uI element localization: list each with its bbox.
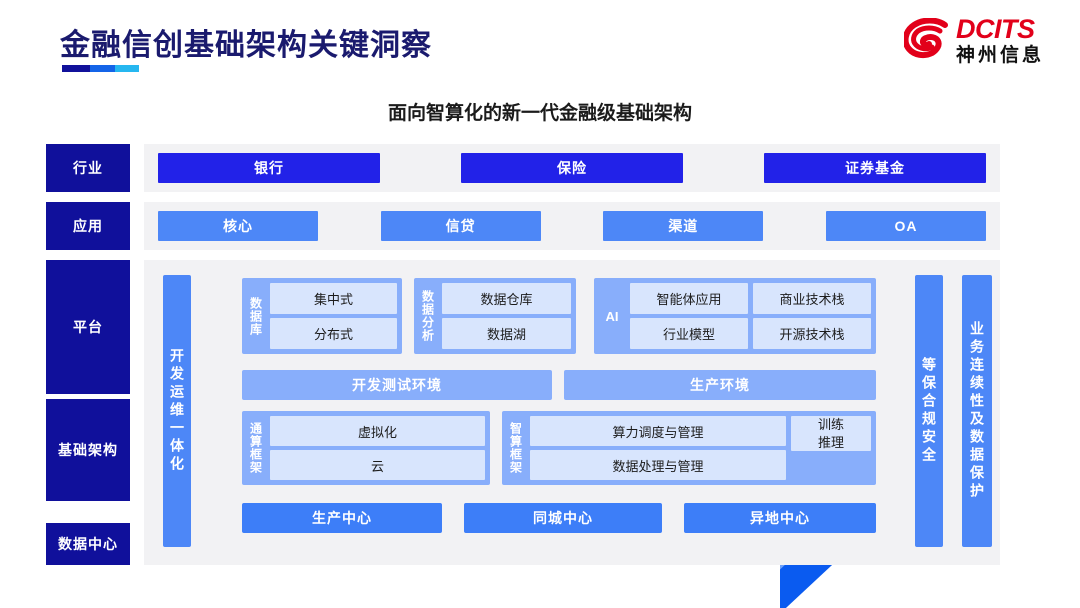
vertical-bar-security-compliance[interactable]: 等保合规安全 — [915, 275, 943, 547]
rail-item-infrastructure[interactable]: 基础架构 — [46, 399, 130, 501]
intelligent-compute-item-compute-scheduling[interactable]: 算力调度与管理 — [530, 416, 786, 446]
group-data-analytics-label: 数据分析 — [420, 290, 435, 342]
aside-line-train: 训练 — [817, 417, 844, 432]
slide-header: 金融信创基础架构关键洞察 DCITS 神州信息 — [0, 0, 1080, 92]
intelligent-compute-item-data-processing[interactable]: 数据处理与管理 — [530, 450, 786, 480]
logo-text-en: DCITS — [955, 14, 1035, 44]
swirl-logo-icon — [902, 17, 948, 64]
ai-item-agent-application[interactable]: 智能体应用 — [630, 283, 748, 314]
group-ai-label: AI — [605, 308, 619, 324]
architecture-diagram: 行业 应用 平台 基础架构 数据中心 银行 保险 证券基金 核心 信贷 渠道 O… — [0, 140, 1080, 570]
app-chip-channel[interactable]: 渠道 — [603, 211, 764, 241]
ai-item-commercial-stack[interactable]: 商业技术栈 — [753, 283, 871, 314]
general-compute-item-virtualization[interactable]: 虚拟化 — [270, 416, 485, 446]
logo-text-cn: 神州信息 — [955, 45, 1044, 66]
database-item-distributed[interactable]: 分布式 — [270, 318, 397, 349]
group-database-label: 数据库 — [248, 296, 263, 336]
page-title: 金融信创基础架构关键洞察 — [60, 29, 432, 62]
group-intelligent-compute-label: 智算框架 — [508, 422, 523, 474]
brand-logo: DCITS 神州信息 — [902, 14, 1044, 66]
vertical-bar-business-continuity[interactable]: 业务连续性及数据保护 — [962, 275, 992, 547]
intelligent-compute-aside-train-infer[interactable]: 训练 推理 — [791, 416, 871, 452]
rail-item-datacenter[interactable]: 数据中心 — [46, 523, 130, 565]
layer-rail: 行业 应用 平台 基础架构 数据中心 — [46, 140, 130, 570]
datacenter-bar-metro[interactable]: 同城中心 — [464, 503, 662, 533]
app-chip-credit[interactable]: 信贷 — [380, 211, 541, 241]
core-canvas: 数据库 集中式 分布式 数据分析 数据仓库 数据湖 AI 智能体应用 — [202, 268, 902, 556]
ai-item-open-source-stack[interactable]: 开源技术栈 — [753, 318, 871, 349]
rail-item-application[interactable]: 应用 — [46, 202, 130, 250]
industry-chip-securities-fund[interactable]: 证券基金 — [764, 153, 986, 183]
title-accent-underline — [62, 65, 139, 72]
datacenter-bar-production[interactable]: 生产中心 — [242, 503, 442, 533]
rail-item-platform[interactable]: 平台 — [46, 260, 130, 394]
datacenter-bar-remote[interactable]: 异地中心 — [684, 503, 876, 533]
group-general-compute-framework: 通算框架 虚拟化 云 — [242, 411, 490, 485]
general-compute-item-cloud[interactable]: 云 — [270, 450, 485, 480]
group-data-analytics: 数据分析 数据仓库 数据湖 — [414, 278, 576, 354]
industry-band: 银行 保险 证券基金 — [144, 144, 1000, 192]
environment-bar-production[interactable]: 生产环境 — [564, 370, 876, 400]
app-chip-oa[interactable]: OA — [825, 211, 986, 241]
group-database: 数据库 集中式 分布式 — [242, 278, 402, 354]
industry-chip-insurance[interactable]: 保险 — [461, 153, 683, 183]
group-ai: AI 智能体应用 商业技术栈 行业模型 开源技术栈 — [594, 278, 876, 354]
rail-item-industry[interactable]: 行业 — [46, 144, 130, 192]
app-chip-core[interactable]: 核心 — [158, 211, 318, 241]
industry-chip-bank[interactable]: 银行 — [158, 153, 380, 183]
database-item-centralized[interactable]: 集中式 — [270, 283, 397, 314]
slide-subtitle: 面向智算化的新一代金融级基础架构 — [387, 103, 692, 124]
analytics-item-data-warehouse[interactable]: 数据仓库 — [442, 283, 571, 314]
environment-bar-dev-test[interactable]: 开发测试环境 — [242, 370, 552, 400]
ai-item-industry-model[interactable]: 行业模型 — [630, 318, 748, 349]
application-band: 核心 信贷 渠道 OA — [144, 202, 1000, 250]
group-general-compute-label: 通算框架 — [248, 422, 263, 474]
vertical-bar-devops[interactable]: 开发运维一体化 — [163, 275, 191, 547]
analytics-item-data-lake[interactable]: 数据湖 — [442, 318, 571, 349]
aside-line-infer: 推理 — [817, 434, 844, 450]
group-intelligent-compute-framework: 智算框架 算力调度与管理 数据处理与管理 训练 推理 — [502, 411, 876, 485]
